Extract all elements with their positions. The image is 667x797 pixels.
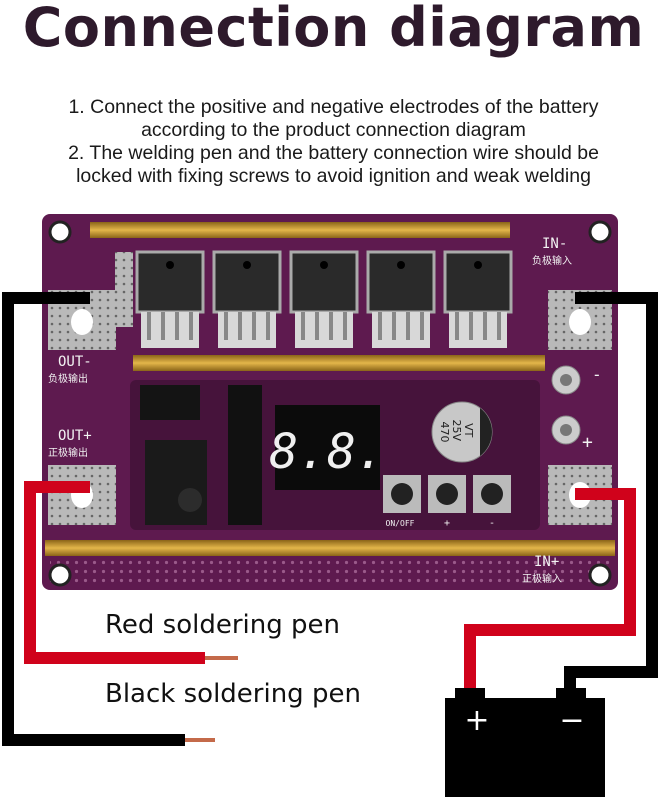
terminal-label: - <box>592 365 602 384</box>
mosfet <box>135 250 205 348</box>
ic-chip <box>228 385 262 525</box>
label-in-neg: IN- <box>542 236 567 252</box>
label-in-neg-cn: 负极输入 <box>532 254 572 267</box>
instruction-line: 2. The welding pen and the battery conne… <box>68 142 599 164</box>
battery-positive-wire <box>464 488 636 695</box>
instruction-line: according to the product connection diag… <box>141 119 526 141</box>
display-readout: 8.8. <box>269 424 385 480</box>
led-display <box>275 405 380 490</box>
battery-positive-label: + <box>464 703 489 738</box>
instructions: 1. Connect the positive and negative ele… <box>0 96 667 188</box>
battery-negative-wire <box>564 292 658 695</box>
buzzer <box>145 440 207 525</box>
label-in-pos: IN+ <box>534 554 559 570</box>
capacitor-label: 470 <box>438 422 451 443</box>
mosfet <box>366 250 436 348</box>
label-out-neg: OUT- <box>58 354 92 370</box>
button-label: + <box>444 518 450 529</box>
screw-hole <box>71 309 93 335</box>
pcb-board: 8.8. VT 25V 470 ON/OFF + - - + IN- 负极输入 … <box>42 214 618 590</box>
mount-hole <box>588 220 612 244</box>
red-pen-label: Red soldering pen <box>105 610 340 640</box>
button-minus[interactable] <box>473 475 511 513</box>
button-label: ON/OFF <box>386 519 415 528</box>
instruction-line: locked with fixing screws to avoid ignit… <box>76 165 591 187</box>
black-pen-label: Black soldering pen <box>105 679 361 709</box>
button-plus[interactable] <box>428 475 466 513</box>
button-label: - <box>489 518 495 529</box>
wires <box>2 292 658 746</box>
label-out-neg-cn: 负极输出 <box>48 372 88 385</box>
black-pen-wire <box>2 292 185 746</box>
chip <box>140 385 200 420</box>
capacitor-label: 25V <box>450 419 463 441</box>
copper-bar <box>90 222 510 238</box>
red-pen-wire <box>24 481 205 664</box>
label-in-pos-cn: 正极输入 <box>522 572 562 585</box>
copper-bar <box>45 540 615 556</box>
label-out-pos-cn: 正极输出 <box>48 446 88 459</box>
mosfet <box>289 250 359 348</box>
mount-hole <box>48 220 72 244</box>
svg-text:VT 25V 470: VT 25V 470 <box>438 419 475 444</box>
mosfet-row <box>135 250 513 348</box>
mosfet <box>212 250 282 348</box>
terminal-label: + <box>582 432 593 453</box>
battery: + − <box>445 688 605 797</box>
page-title: Connection diagram <box>22 0 645 59</box>
battery-negative-label: − <box>559 703 584 738</box>
mount-hole <box>48 563 72 587</box>
copper-bar <box>133 355 545 371</box>
screw-hole <box>569 309 591 335</box>
capacitor-label: VT <box>462 423 475 438</box>
mount-hole <box>588 563 612 587</box>
instruction-line: 1. Connect the positive and negative ele… <box>68 96 599 118</box>
mosfet <box>443 250 513 348</box>
button-onoff[interactable] <box>383 475 421 513</box>
label-out-pos: OUT+ <box>58 428 92 444</box>
